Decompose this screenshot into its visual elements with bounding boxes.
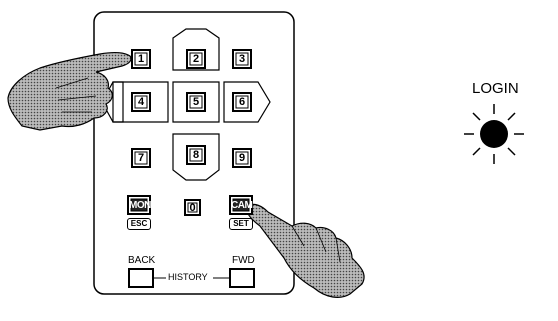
set-button[interactable]: SET (229, 218, 253, 230)
login-indicator (464, 104, 524, 164)
key-6[interactable]: 6 (232, 92, 252, 112)
key-1[interactable]: 1 (131, 49, 151, 69)
fwd-button[interactable] (229, 268, 255, 288)
fwd-label: FWD (232, 255, 255, 266)
key-8[interactable]: 8 (186, 145, 206, 165)
back-label: BACK (128, 255, 155, 266)
history-label: HISTORY (168, 272, 208, 282)
mon-button[interactable]: MON (127, 195, 151, 215)
esc-button[interactable]: ESC (127, 218, 151, 230)
key-9[interactable]: 9 (232, 148, 252, 168)
key-3[interactable]: 3 (232, 49, 252, 69)
back-button[interactable] (128, 268, 154, 288)
key-4[interactable]: 4 (131, 92, 151, 112)
key-0[interactable]: 0 (184, 199, 201, 216)
cam-button[interactable]: CAM (229, 195, 253, 215)
login-label: LOGIN (472, 80, 519, 97)
key-5[interactable]: 5 (186, 92, 206, 112)
key-2[interactable]: 2 (186, 49, 206, 69)
key-7[interactable]: 7 (131, 148, 151, 168)
